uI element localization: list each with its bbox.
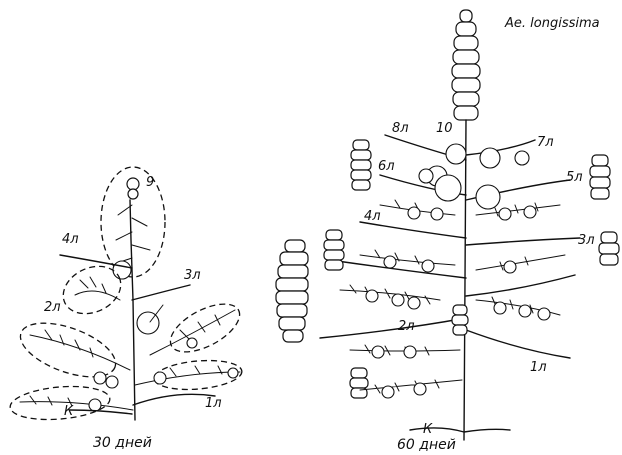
side-spike-right-2 bbox=[599, 232, 619, 265]
side-spike-right-1 bbox=[590, 155, 610, 199]
central-spike bbox=[452, 10, 480, 120]
label-9: 9 bbox=[146, 175, 154, 190]
label-8l: 8л bbox=[392, 121, 409, 136]
label-6l: 6л bbox=[378, 159, 395, 174]
label-2l-left: 2л bbox=[44, 300, 61, 315]
caption-60-days: 60 дней bbox=[397, 437, 456, 453]
figure-title: Ae. longissima bbox=[504, 16, 600, 31]
leaf-3-left bbox=[132, 285, 190, 300]
label-4l-left: 4л bbox=[62, 232, 79, 247]
apex-spike-left bbox=[127, 178, 139, 199]
label-3l-right: 3л bbox=[578, 233, 595, 248]
label-k-left: К bbox=[64, 404, 74, 419]
label-3l-left: 3л bbox=[184, 268, 201, 283]
label-7l: 7л bbox=[537, 135, 554, 150]
plant-30-days: 9 4л 3л 2л 1л К 30 дней bbox=[9, 167, 247, 451]
label-4l-right: 4л bbox=[364, 209, 381, 224]
side-spike-bottom-1 bbox=[350, 368, 368, 398]
label-1l-left: 1л bbox=[205, 396, 222, 411]
label-k-right: К bbox=[423, 422, 433, 437]
leaf-1 bbox=[466, 330, 570, 358]
side-spike-left-1 bbox=[351, 140, 371, 190]
label-5l: 5л bbox=[566, 170, 583, 185]
caption-30-days: 30 дней bbox=[93, 435, 152, 451]
side-spike-left-3 bbox=[276, 240, 308, 342]
leaf-2 bbox=[320, 318, 466, 338]
label-2l-right: 2л bbox=[398, 319, 415, 334]
side-spike-bottom-2 bbox=[452, 305, 468, 335]
side-spike-left-2 bbox=[324, 230, 344, 270]
leaf-1-left bbox=[133, 394, 215, 405]
leaf-3 bbox=[466, 238, 580, 245]
label-1l-right: 1л bbox=[530, 360, 547, 375]
dashed-group-3 bbox=[163, 294, 247, 361]
plant-60-days: 8л 10 7л 6л 5л 4л 3л 2л 1л К 60 дней bbox=[276, 10, 619, 453]
leaf-4 bbox=[360, 222, 466, 238]
main-stem-right bbox=[464, 120, 466, 440]
label-10: 10 bbox=[436, 121, 453, 136]
